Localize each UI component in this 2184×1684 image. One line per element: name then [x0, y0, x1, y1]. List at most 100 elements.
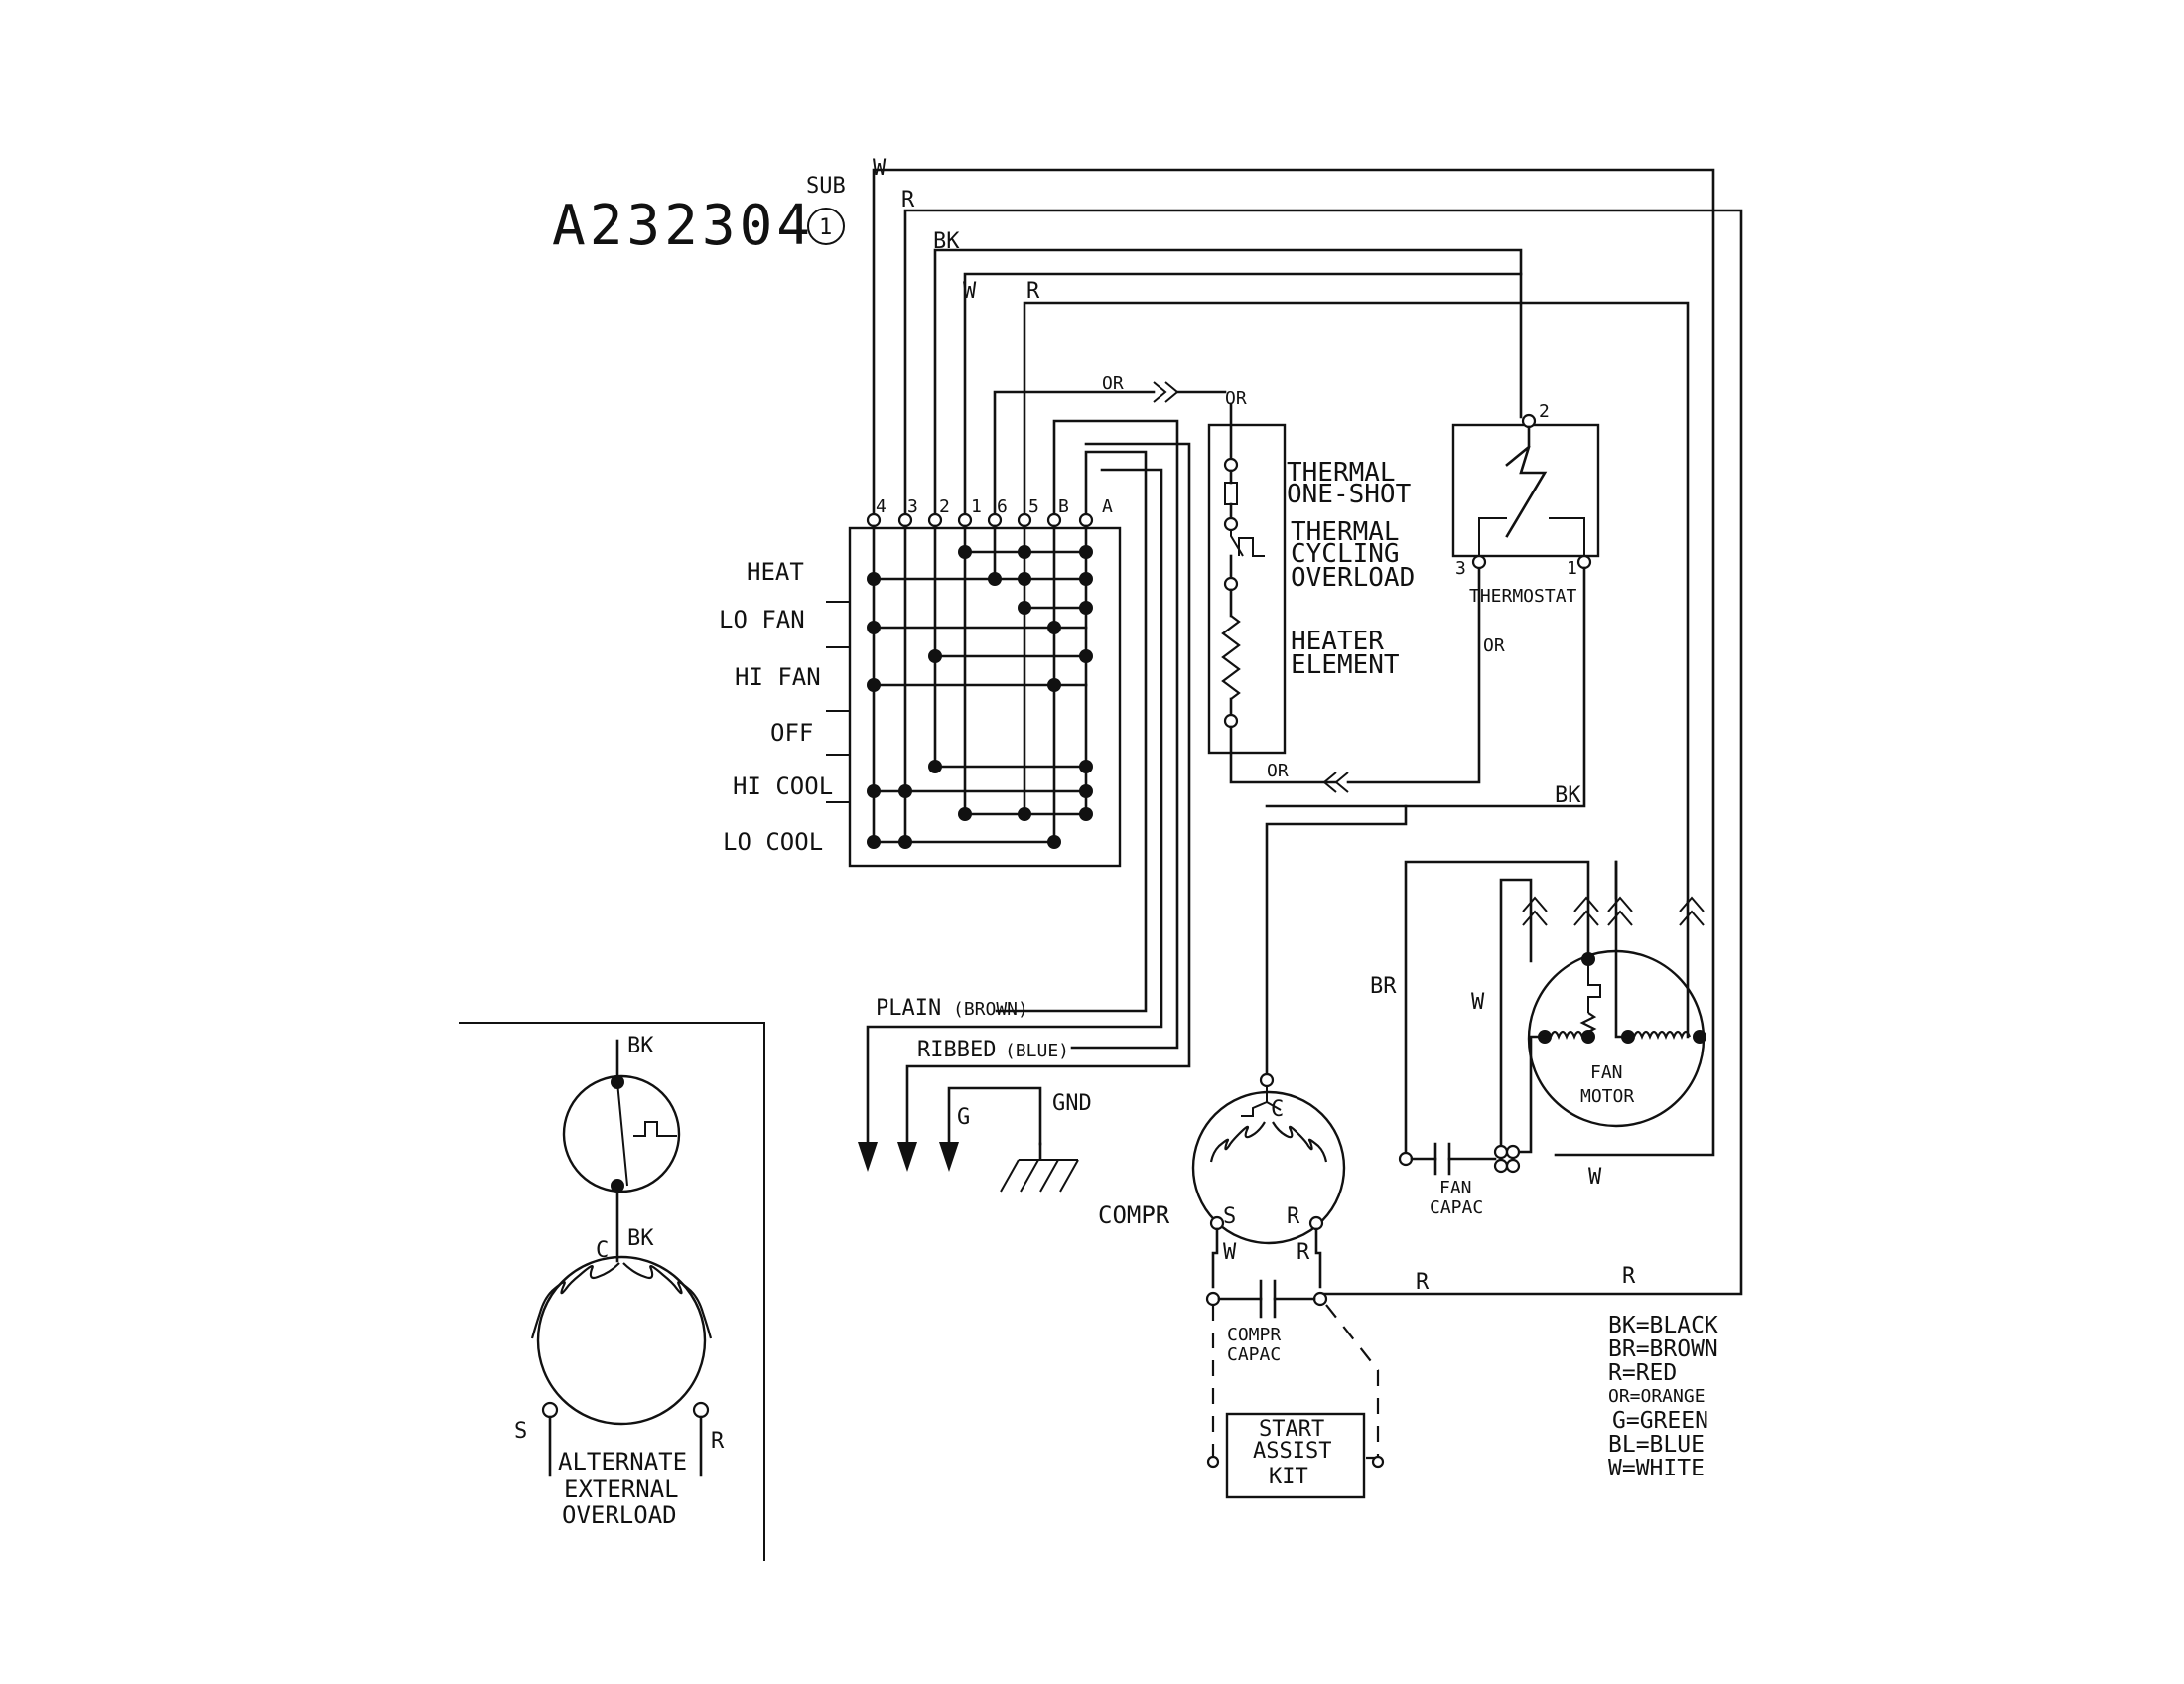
wire-label-r-2: R — [1026, 279, 1040, 304]
cord-ground-g: G — [957, 1105, 970, 1130]
alt-overload — [530, 1039, 713, 1477]
switch-terminal-5: 5 — [1028, 496, 1039, 517]
heater-element-line1: HEATER — [1291, 627, 1384, 656]
compressor-capacitor — [1205, 1279, 1328, 1319]
switch-terminal-6: 6 — [997, 496, 1008, 517]
alt-overload-line3: OVERLOAD — [562, 1501, 677, 1529]
cord-plain: PLAIN — [876, 996, 941, 1021]
legend-g: G=GREEN — [1612, 1408, 1708, 1434]
fan-motor-line2: MOTOR — [1580, 1086, 1634, 1107]
switch-contact-dots — [867, 545, 1093, 849]
start-assist-line2: ASSIST — [1253, 1439, 1331, 1464]
alt-overload-line1: ALTERNATE — [558, 1448, 687, 1475]
switch-terminal-2: 2 — [939, 496, 950, 517]
compr-capac-line1: COMPR — [1227, 1325, 1281, 1345]
wire-label-w-fan2: W — [1588, 1165, 1602, 1190]
switch-position-off: OFF — [770, 719, 813, 747]
compressor-windings — [1209, 804, 1408, 1289]
selector-switch — [848, 526, 1122, 868]
compressor-label: COMPR — [1098, 1201, 1170, 1229]
top-wire-harness — [872, 168, 1743, 1296]
cord-plain-note: (BROWN) — [953, 999, 1028, 1020]
thermostat-terminal-1: 1 — [1567, 558, 1577, 579]
switch-terminal-4: 4 — [876, 496, 887, 517]
compressor-terminal-r: R — [1287, 1204, 1300, 1229]
heater-assembly — [1207, 423, 1287, 755]
wire-label-r-bottom2: R — [1622, 1264, 1636, 1289]
wire-label-bk-thermostat: BK — [1555, 783, 1581, 808]
sub-number: 1 — [819, 215, 832, 240]
legend-or: OR=ORANGE — [1608, 1386, 1706, 1407]
heater-one-shot-line1: THERMAL — [1287, 458, 1396, 488]
legend-w: W=WHITE — [1608, 1456, 1705, 1481]
fan-capacitor — [1398, 1142, 1521, 1176]
wire-label-or-1: OR — [1102, 373, 1124, 394]
switch-terminal-b: B — [1058, 496, 1069, 517]
legend-bk: BK=BLACK — [1608, 1313, 1718, 1338]
switch-position-lo-cool: LO COOL — [723, 828, 823, 856]
cord-gnd: GND — [1052, 1091, 1092, 1116]
heater-element-line2: ELEMENT — [1291, 650, 1400, 680]
wire-label-w-fan: W — [1471, 990, 1485, 1015]
alt-overload-terminal-r: R — [711, 1429, 725, 1454]
switch-position-lo-fan: LO FAN — [719, 606, 805, 633]
wire-label-r-compr: R — [1297, 1240, 1310, 1265]
compressor — [1191, 1090, 1346, 1245]
wire-label-w-2: W — [963, 279, 977, 304]
thermostat-terminal-2: 2 — [1539, 401, 1550, 422]
compressor-terminal-c: C — [1271, 1097, 1284, 1122]
or-connector-bottom — [1322, 772, 1349, 793]
cord-ribbed-note: (BLUE) — [1005, 1041, 1069, 1061]
heater-cycling-line3: OVERLOAD — [1291, 563, 1415, 593]
switch-terminal-a: A — [1102, 496, 1113, 517]
start-assist-kit — [1225, 1412, 1366, 1499]
thermostat-label: THERMOSTAT — [1469, 586, 1577, 607]
fan-capac-line1: FAN — [1439, 1178, 1472, 1198]
switch-position-heat: HEAT — [747, 558, 804, 586]
wire-label-w-compr: W — [1223, 1240, 1237, 1265]
legend-bl: BL=BLUE — [1608, 1432, 1705, 1458]
alt-overload-frame — [459, 1022, 765, 1561]
wire-label-br: BR — [1370, 974, 1397, 999]
alt-overload-terminal-s: S — [514, 1419, 527, 1444]
fan-motor-windings — [1404, 860, 1706, 1157]
wire-label-or-3: OR — [1267, 761, 1289, 781]
wire-label-or-2: OR — [1225, 388, 1247, 409]
sub-label: SUB — [806, 174, 846, 199]
thermostat-terminal-3: 3 — [1455, 558, 1466, 579]
heater-one-shot-line2: ONE-SHOT — [1287, 480, 1412, 509]
switch-terminal-1: 1 — [971, 496, 982, 517]
fan-motor-connectors — [1522, 896, 1705, 926]
start-assist-line3: KIT — [1269, 1465, 1308, 1489]
switch-position-hi-fan: HI FAN — [735, 663, 821, 691]
power-cord — [858, 442, 1191, 1193]
sub-number-circle — [807, 208, 845, 245]
compr-capac-line2: CAPAC — [1227, 1344, 1281, 1365]
compressor-terminal-s: S — [1223, 1204, 1236, 1229]
fan-motor-line1: FAN — [1590, 1062, 1623, 1083]
fan-capac-line2: CAPAC — [1430, 1197, 1483, 1218]
alt-overload-wire-bk2: BK — [627, 1226, 654, 1251]
legend-br: BR=BROWN — [1608, 1336, 1718, 1362]
wire-label-r-top: R — [901, 188, 915, 212]
heater-cycling-line2: CYCLING — [1291, 539, 1400, 569]
model-number: A232304 — [552, 194, 814, 258]
switch-terminal-3: 3 — [907, 496, 918, 517]
cord-ribbed: RIBBED — [917, 1038, 996, 1062]
thermostat-box — [1451, 423, 1600, 558]
legend-r: R=RED — [1608, 1360, 1677, 1386]
wire-label-bk-top: BK — [933, 229, 960, 254]
wire-label-r-bottom1: R — [1416, 1270, 1430, 1295]
color-legend: BK=BLACK BR=BROWN R=RED OR=ORANGE G=GREE… — [1608, 1313, 1718, 1481]
alt-overload-wire-bk1: BK — [627, 1034, 654, 1058]
start-assist-line1: START — [1259, 1417, 1324, 1442]
or-connector-top — [1153, 381, 1179, 403]
switch-position-hi-cool: HI COOL — [733, 772, 833, 800]
heater-cycling-line1: THERMAL — [1291, 517, 1400, 547]
wire-label-or-4: OR — [1483, 635, 1505, 656]
heater-circuit — [1221, 402, 1338, 784]
alt-overload-terminal-c: C — [596, 1238, 609, 1263]
thermostat-contacts — [1265, 413, 1592, 808]
